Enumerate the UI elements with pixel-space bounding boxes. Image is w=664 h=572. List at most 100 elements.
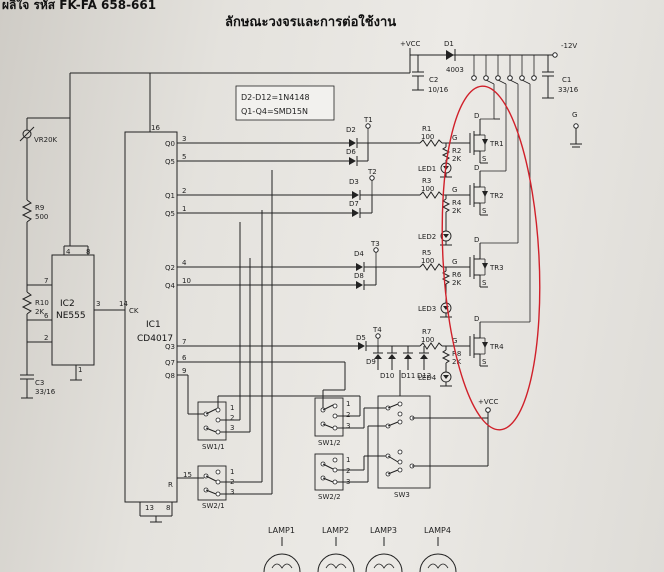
fet-source-label: S [482, 279, 487, 287]
ic2-pin7: 7 [44, 277, 48, 285]
ic2-body [51, 254, 95, 366]
ic1-body [124, 131, 178, 503]
r-led-value: 2K [452, 207, 461, 215]
led-label: LED1 [418, 165, 436, 173]
counter-pin-label: 7 [182, 338, 186, 346]
led-label: LED3 [418, 305, 436, 313]
note-transistors: Q1-Q4=SMD15N [241, 107, 308, 116]
r10-value: 2K [35, 308, 44, 316]
fet-gate-label: G [452, 337, 457, 345]
r-led-label: R4 [452, 199, 462, 207]
lamp-label: LAMP2 [322, 526, 349, 535]
counter-pin-label: 10 [182, 277, 191, 285]
ic1-ck: CK [129, 307, 139, 315]
sw1-1-label: SW1/1 [202, 443, 225, 451]
d3-label: D3 [349, 178, 359, 186]
c3-value: 33/16 [35, 388, 56, 396]
led-label: LED2 [418, 233, 436, 241]
ic2-part: NE555 [56, 311, 86, 321]
lamp: LAMP2 [317, 526, 355, 572]
counter-pin-label: 3 [182, 135, 186, 143]
c2-value: 10/16 [428, 86, 449, 94]
counter-q-label: Q0 [165, 140, 175, 148]
sw-pos1: 1 [230, 404, 234, 412]
ic2-pin1: 1 [78, 366, 82, 374]
sw12-pos1: 1 [346, 400, 350, 408]
sw-pos3: 3 [230, 424, 234, 432]
sw2-1-label: SW2/1 [202, 502, 225, 510]
tp-t4: T4 [372, 326, 382, 334]
sw21-pos3: 3 [230, 488, 234, 496]
test-points: T1 T2 T3 T4 [363, 116, 382, 346]
d4-label: D4 [354, 250, 364, 258]
fet-gate-label: G [452, 186, 457, 194]
d9-label: D9 [366, 358, 376, 366]
highlight-ellipse [441, 85, 541, 431]
output-terminals [471, 55, 537, 81]
counter-q-label: Q2 [165, 264, 175, 272]
sw-pos2: 2 [230, 414, 234, 422]
r-in-label: R5 [422, 249, 431, 257]
fet-drain-label: D [474, 236, 479, 244]
vcc-sw3-label: +VCC [478, 398, 499, 406]
ic2-name: IC2 [60, 299, 75, 309]
fet-drain-label: D [474, 315, 479, 323]
lamp-label: LAMP3 [370, 526, 397, 535]
sw3-body [377, 395, 431, 489]
ic1-name: IC1 [146, 320, 161, 330]
r10-label: R10 [35, 299, 49, 307]
lamp-bulb [365, 553, 403, 572]
fet-gate-label: G [452, 134, 457, 142]
tp-t1: T1 [363, 116, 373, 124]
ic2-pin6: 6 [44, 312, 49, 320]
transistor-label: TR2 [489, 192, 504, 200]
fet-source-label: S [482, 358, 487, 366]
d6-label: D6 [346, 148, 356, 156]
diagram-title: ลักษณะวงจรและการต่อใช้งาน [225, 13, 396, 30]
r-led-value: 2K [452, 279, 461, 287]
fet-gate-label: G [452, 258, 457, 266]
counter-pin-label: 6 [182, 354, 187, 362]
sw1-2-label: SW1/2 [318, 439, 341, 447]
r-in-label: R3 [422, 177, 431, 185]
ic2-pin2: 2 [44, 334, 48, 342]
fet-drain-label: D [474, 164, 479, 172]
supply-rail: +VCC -12V D1 4003 C2 10/16 C1 33/16 G [69, 40, 582, 148]
lamp-label: LAMP4 [424, 526, 451, 535]
d11-label: D11 [401, 372, 415, 380]
transistor-label: TR1 [489, 140, 504, 148]
fet-drain-label: D [474, 112, 479, 120]
tp-t2: T2 [367, 168, 377, 176]
d1-label: D1 [444, 40, 454, 48]
c3-label: C3 [35, 379, 44, 387]
lamp: LAMP3 [365, 526, 403, 572]
neg12v-label: -12V [561, 42, 577, 50]
r-led-label: R2 [452, 147, 461, 155]
lamp-bulb [263, 553, 301, 572]
r-in-label: R1 [422, 125, 431, 133]
ic1-pin16: 16 [151, 124, 160, 132]
g-terminal-label: G [572, 111, 577, 119]
lamp: LAMP4 [419, 526, 457, 572]
r-in-value: 100 [421, 185, 434, 193]
r-in-label: R7 [422, 328, 431, 336]
sw2-2-label: SW2/2 [318, 493, 341, 501]
ic1-reset: R [168, 481, 173, 489]
sw22-pos1: 1 [346, 456, 350, 464]
transistor-label: TR4 [489, 343, 504, 351]
fet-source-label: S [482, 207, 487, 215]
counter-q-label: Q8 [165, 372, 175, 380]
d2-label: D2 [346, 126, 356, 134]
sw21-pos1: 1 [230, 468, 234, 476]
r9-value: 500 [35, 213, 48, 221]
counter-pin-label: 5 [182, 153, 186, 161]
ic1-part: CD4017 [137, 334, 173, 344]
ic2-pin4: 4 [66, 248, 71, 256]
